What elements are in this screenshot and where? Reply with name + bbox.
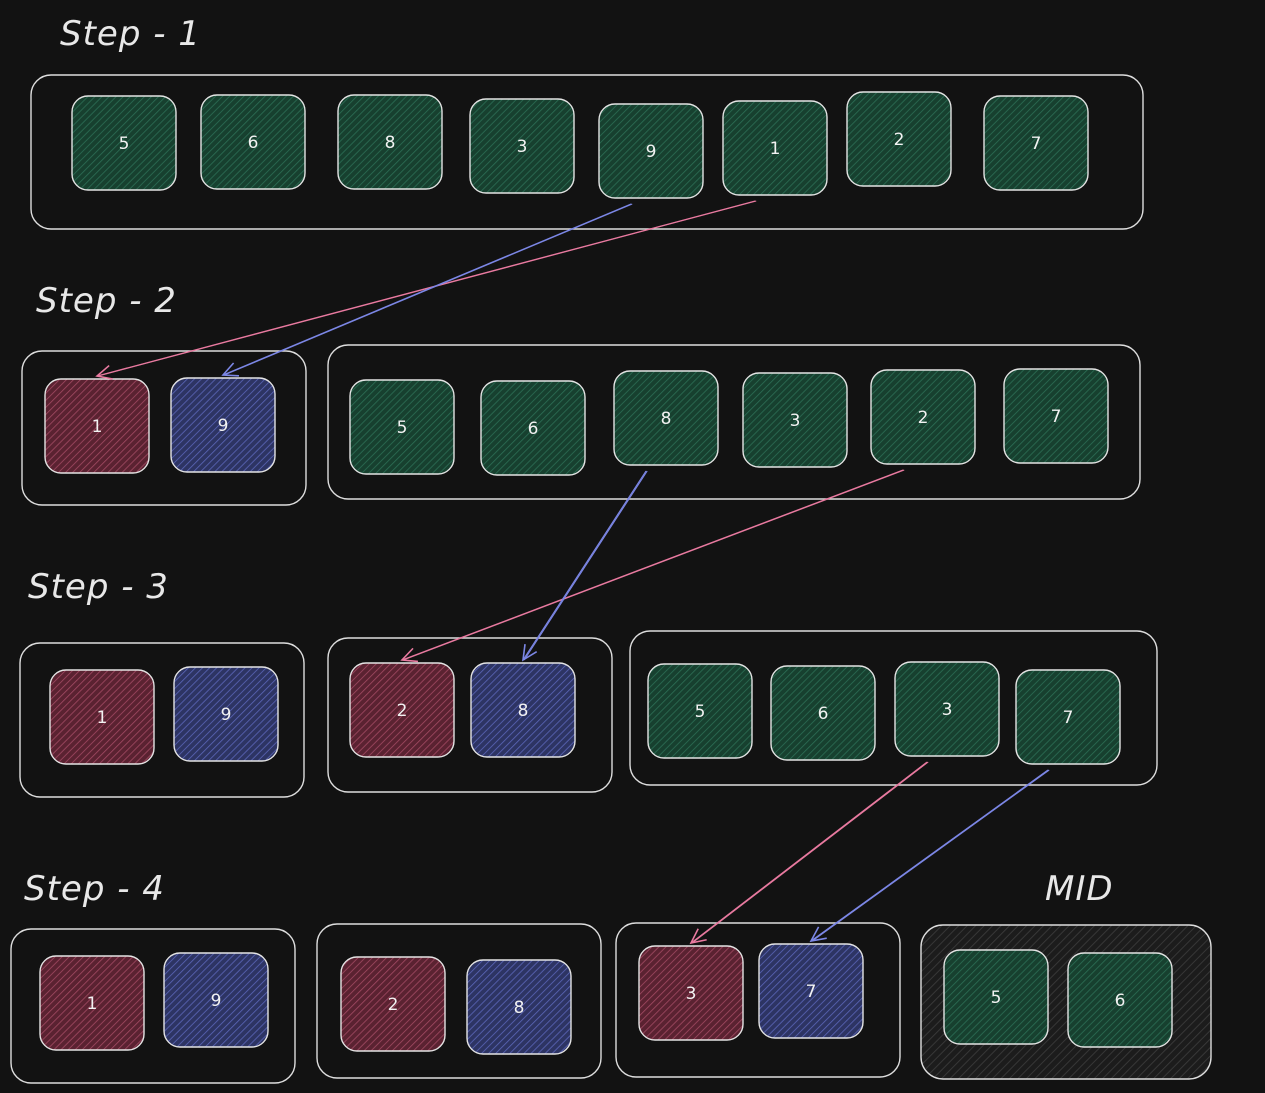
value-box: [163, 952, 269, 1048]
value-box-label: 1: [92, 417, 103, 437]
value-box: [943, 949, 1049, 1045]
value-box-label: 3: [686, 984, 697, 1004]
value-box: [170, 377, 276, 473]
value-box-label: 7: [806, 982, 817, 1002]
value-box-label: 6: [248, 133, 259, 153]
value-box: [870, 369, 976, 465]
value-box: [349, 662, 455, 758]
move-arrow: [521, 470, 648, 662]
value-box-label: 5: [119, 134, 130, 154]
value-box-label: 9: [221, 705, 232, 725]
step-4-label: Step - 4: [24, 869, 165, 909]
value-box: [173, 666, 279, 762]
move-arrow: [221, 203, 633, 377]
step-4-group-3-container: [615, 922, 901, 1078]
value-box-label: 5: [991, 988, 1002, 1008]
value-box: [770, 665, 876, 761]
step-4-group-1-container: [10, 928, 296, 1084]
value-box: [742, 372, 848, 468]
value-box-label: 3: [942, 700, 953, 720]
value-box-label: 7: [1063, 708, 1074, 728]
value-box-label: 8: [661, 409, 672, 429]
value-box-label: 1: [770, 139, 781, 159]
value-box: [39, 955, 145, 1051]
step-3-group-1-container: [19, 642, 305, 798]
value-box-label: 2: [894, 130, 905, 150]
value-box: [983, 95, 1089, 191]
value-box-label: 5: [695, 702, 706, 722]
step-2-label: Step - 2: [36, 281, 177, 321]
step-2-group-1-container: [21, 350, 307, 506]
value-box-label: 6: [528, 419, 539, 439]
value-box-label: 1: [97, 708, 108, 728]
value-box-label: 9: [218, 416, 229, 436]
value-box-label: 3: [790, 411, 801, 431]
value-box-label: 9: [646, 142, 657, 162]
value-box: [846, 91, 952, 187]
value-box-label: 3: [517, 137, 528, 157]
mid-label: MID: [1045, 869, 1114, 909]
value-box-label: 8: [514, 998, 525, 1018]
value-box-label: 9: [211, 991, 222, 1011]
value-box: [613, 370, 719, 466]
value-box-label: 8: [518, 701, 529, 721]
step-1-group-1-container: [30, 74, 1144, 230]
value-box: [470, 662, 576, 758]
value-box-label: 7: [1051, 407, 1062, 427]
value-box-label: 6: [1115, 991, 1126, 1011]
value-box: [598, 103, 704, 199]
move-arrow: [95, 200, 757, 380]
step-3-label: Step - 3: [28, 567, 169, 607]
value-box: [44, 378, 150, 474]
value-box: [894, 661, 1000, 757]
value-box: [71, 95, 177, 191]
step-3-group-3-container: [629, 630, 1158, 786]
value-box: [200, 94, 306, 190]
move-arrow: [809, 769, 1050, 943]
value-box-label: 5: [397, 418, 408, 438]
value-box: [1003, 368, 1109, 464]
value-box-label: 2: [397, 701, 408, 721]
step-2-group-2-container: [327, 344, 1141, 500]
value-box-label: 1: [87, 994, 98, 1014]
value-box: [480, 380, 586, 476]
value-box: [49, 669, 155, 765]
step-1-label: Step - 1: [60, 14, 201, 54]
move-arrow: [689, 761, 929, 945]
value-box: [1067, 952, 1173, 1048]
value-box: [349, 379, 455, 475]
value-box-label: 8: [385, 133, 396, 153]
value-box: [340, 956, 446, 1052]
value-box: [758, 943, 864, 1039]
value-box-label: 2: [388, 995, 399, 1015]
step-3-group-2-container: [327, 637, 613, 793]
step-3-group-3: 5 6 3 7: [647, 661, 1121, 765]
value-box-label: 7: [1031, 134, 1042, 154]
value-box-label: 6: [818, 704, 829, 724]
value-box: [466, 959, 572, 1055]
value-box: [1015, 669, 1121, 765]
step-4-group-2-container: [316, 923, 602, 1079]
arrows-layer: [95, 200, 1050, 945]
value-box-label: 2: [918, 408, 929, 428]
value-box: [722, 100, 828, 196]
value-box: [469, 98, 575, 194]
move-arrow: [400, 469, 905, 663]
value-box: [647, 663, 753, 759]
value-box: [638, 945, 744, 1041]
step-2-group-2: 5 6 8 3 2 7: [349, 368, 1109, 476]
value-box: [337, 94, 443, 190]
step-1-group-1: 5 6 8 3 9 1 2 7: [71, 91, 1089, 199]
